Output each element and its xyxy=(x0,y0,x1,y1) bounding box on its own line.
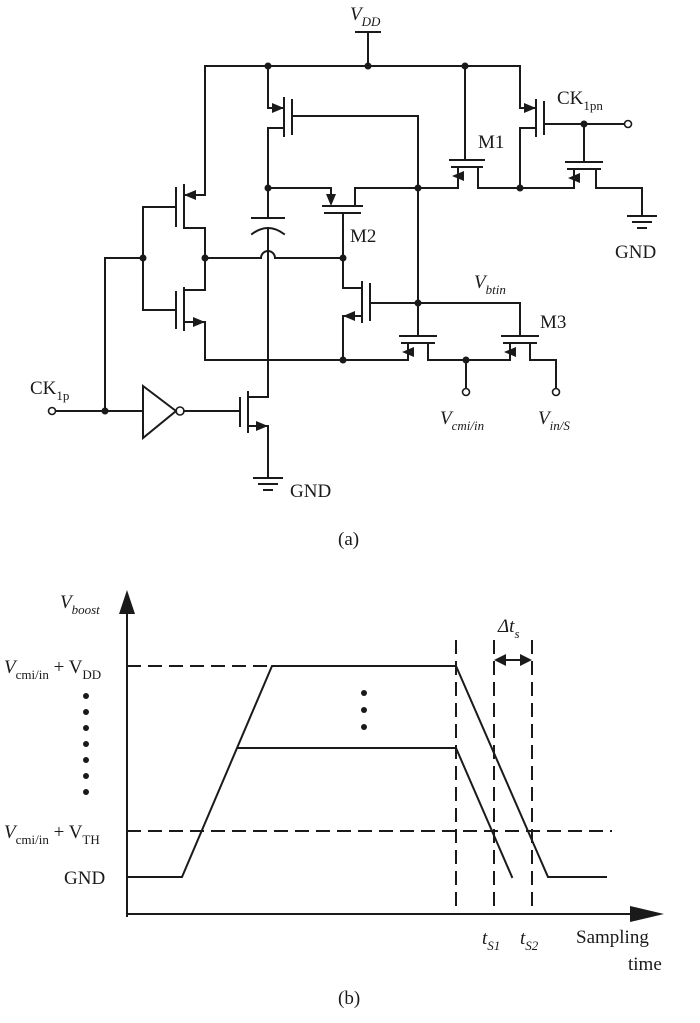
vins-label: Vin/S xyxy=(538,408,570,433)
x-axis-label-line2: time xyxy=(628,954,662,975)
x-axis-arrow xyxy=(630,906,664,922)
ts2-label: tS2 xyxy=(520,928,539,953)
y-axis-arrow xyxy=(119,590,135,614)
m3-label: M3 xyxy=(540,312,566,333)
timing-diagram: Vboost Vcmi/in + VDD Vcmi/in + VTH GND xyxy=(4,590,664,1009)
level-top-label: Vcmi/in + VDD xyxy=(4,657,101,682)
ck1pn-label: CK1pn xyxy=(557,88,603,113)
waveform-mid xyxy=(237,747,514,879)
caption-b: (b) xyxy=(338,988,360,1009)
transistor-m1: M1 xyxy=(417,65,524,192)
level-th-label: Vcmi/in + VTH xyxy=(4,822,100,847)
y-axis-label: Vboost xyxy=(60,592,100,617)
bottom-nmos-switch: GND xyxy=(239,249,331,502)
level-gnd-label: GND xyxy=(64,868,105,889)
ck1p-input: CK1p xyxy=(30,257,241,441)
m1-label: M1 xyxy=(478,132,504,153)
gnd-bottom-label: GND xyxy=(290,481,331,502)
vcmi-label: Vcmi/in xyxy=(440,408,484,433)
waveform-max xyxy=(126,665,607,878)
vdd-label: VDD xyxy=(350,4,381,29)
x-axis-label-line1: Sampling xyxy=(576,927,649,948)
ts1-label: tS1 xyxy=(482,928,500,953)
delta-ts-label: Δts xyxy=(497,616,520,641)
vbtin-label: Vbtin xyxy=(474,272,506,297)
middle-wires xyxy=(204,250,409,364)
ck1p-label: CK1p xyxy=(30,378,69,403)
caption-a: (a) xyxy=(338,529,359,550)
transistor-m2: M2 xyxy=(267,184,422,259)
circuit-diagram: VDD xyxy=(30,4,657,550)
delta-ts-indicator: Δts xyxy=(494,616,532,666)
gnd-right-label: GND xyxy=(615,242,656,263)
boost-capacitor-branch xyxy=(250,65,419,301)
ellipsis-left xyxy=(83,693,89,795)
left-inverter xyxy=(139,65,209,361)
vdd-supply: VDD xyxy=(204,4,521,70)
ck1pn-branch: CK1pn GND xyxy=(519,65,657,263)
mid-nmos-pair xyxy=(342,257,422,361)
transistor-m3: M3 Vbtin Vcmi/in Vin/S xyxy=(399,272,570,433)
ellipsis-center xyxy=(361,690,367,730)
m2-label: M2 xyxy=(350,226,376,247)
